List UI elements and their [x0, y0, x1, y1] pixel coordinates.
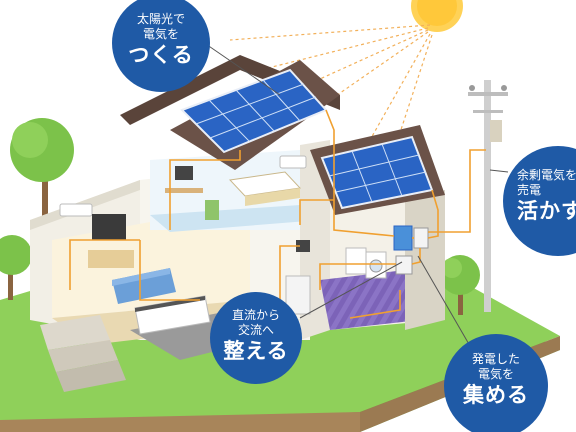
callout-surplus-line1: 余剰電気を — [517, 168, 576, 182]
callout-generate-emphasis: つくる — [128, 43, 194, 67]
desk — [165, 166, 203, 193]
callout-generate: 太陽光で 電気を つくる — [112, 0, 210, 92]
monitor-panel — [296, 240, 310, 252]
distribution-board — [395, 255, 413, 275]
television — [88, 214, 134, 268]
callout-collect-line1: 発電した — [471, 352, 520, 366]
callout-surplus: 余剰電気を 売電 活かす — [503, 146, 576, 256]
callout-surplus-emphasis: 活かす — [517, 199, 576, 223]
power-conditioner — [393, 225, 413, 251]
callout-generate-line2: 電気を — [142, 27, 179, 41]
callout-collect-line2: 電気を — [477, 367, 514, 381]
chair-green — [205, 200, 219, 220]
meter-box — [413, 227, 429, 249]
sun-icon — [411, 0, 463, 32]
callout-collect: 発電した 電気を 集める — [444, 334, 548, 432]
tree-left-large — [10, 118, 74, 230]
callout-collect-emphasis: 集める — [463, 383, 529, 407]
tree-right — [440, 255, 480, 315]
callout-pointers — [199, 39, 509, 347]
callout-convert-line2: 交流へ — [237, 323, 274, 337]
bed — [228, 171, 302, 206]
callout-convert-emphasis: 整える — [223, 339, 289, 363]
air-conditioner-left — [59, 203, 93, 217]
utility-pole — [468, 80, 508, 312]
callout-surplus-line2: 売電 — [517, 183, 542, 197]
callout-convert: 直流から 交流へ 整える — [210, 292, 302, 384]
washing-machine — [345, 247, 387, 279]
sofa — [112, 268, 176, 304]
callout-generate-line1: 太陽光で — [136, 12, 185, 26]
tree-left-small — [0, 235, 32, 300]
air-conditioner — [279, 155, 307, 169]
sun-rays — [229, 24, 433, 149]
callout-convert-line1: 直流から — [231, 308, 280, 322]
